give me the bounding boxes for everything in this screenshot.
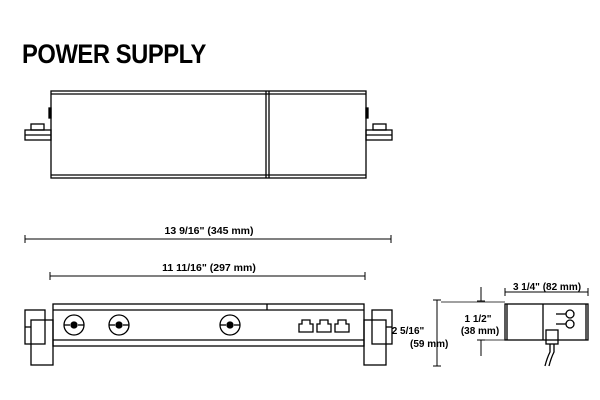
side-bracket	[545, 329, 559, 345]
total-height-label-mm: (59 mm)	[410, 339, 448, 350]
total-height-label-in: 2 5/16"	[392, 326, 425, 337]
total-height-dimension: 2 5/16" (59 mm)	[392, 299, 505, 367]
page-title: POWER SUPPLY	[22, 39, 206, 69]
round-connector-1	[63, 314, 85, 336]
right-mounting-bracket	[365, 123, 393, 141]
side-terminals	[556, 309, 575, 329]
body-height-label-in: 1 1/2"	[465, 314, 492, 325]
depth-label: 3 1/4" (82 mm)	[513, 282, 581, 293]
right-end-cap	[363, 309, 393, 366]
overall-length-dimension: 13 9/16" (345 mm)	[24, 225, 392, 243]
depth-dimension: 3 1/4" (82 mm)	[504, 282, 589, 296]
round-connector-2	[108, 314, 130, 336]
side-view	[504, 303, 589, 367]
left-end-cap	[24, 309, 54, 366]
body-length-dimension: 11 11/16" (297 mm)	[49, 262, 366, 280]
rj-jack-3	[334, 319, 350, 333]
body-length-label: 11 11/16" (297 mm)	[162, 262, 256, 274]
top-housing	[48, 90, 369, 179]
rj-jack-2	[316, 319, 332, 333]
top-view	[24, 90, 393, 179]
front-view	[24, 303, 393, 366]
body-height-dimension: 1 1/2" (38 mm)	[461, 287, 505, 356]
left-mounting-bracket	[24, 123, 52, 141]
power-cable	[544, 344, 555, 367]
overall-length-label: 13 9/16" (345 mm)	[164, 225, 253, 237]
rj-jack-1	[298, 319, 314, 333]
round-connector-3	[219, 314, 241, 336]
body-height-label-mm: (38 mm)	[461, 326, 499, 337]
